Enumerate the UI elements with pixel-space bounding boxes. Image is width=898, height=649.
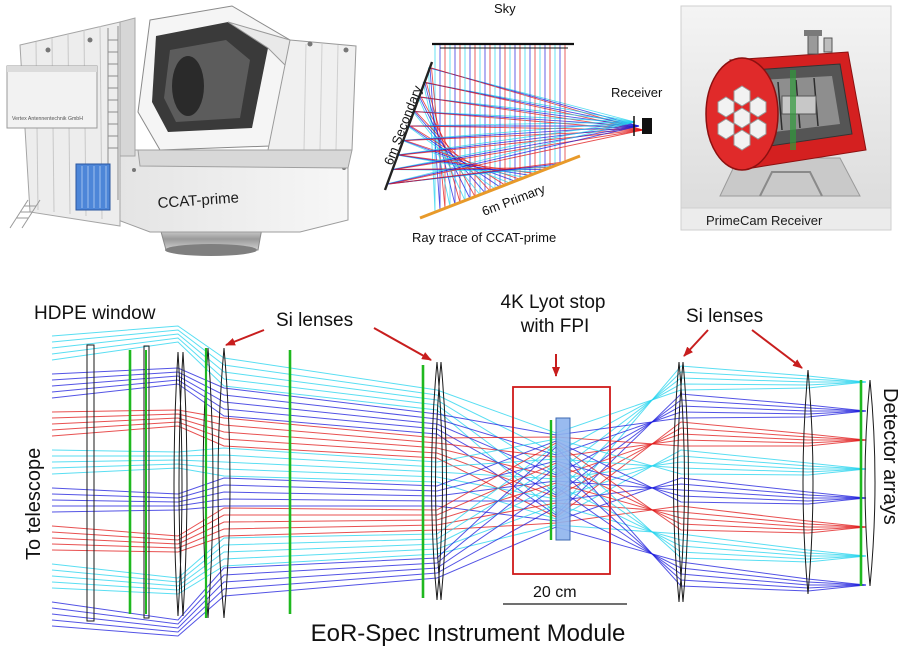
module-ray: [51, 506, 867, 633]
lyot-stop-box: [512, 386, 611, 575]
lens-9: [802, 369, 814, 595]
secondary-mirror: [383, 61, 434, 191]
telescope-ray: [420, 44, 644, 197]
telescope-ray: [405, 44, 644, 180]
arrow-si-lenses-left-2: [373, 327, 432, 361]
si-lens-group-left: [173, 347, 447, 619]
telescope-ray: [391, 44, 636, 172]
vendor-plate-text: Vertex Antennentechnik GmbH: [12, 116, 83, 122]
telescope-ray: [386, 44, 636, 185]
telescope-ray: [407, 44, 639, 188]
arrow-si-lenses-right-1: [683, 329, 709, 357]
telescope-ray: [398, 44, 640, 176]
receiver-label: Receiver: [611, 85, 663, 100]
lens-1: [173, 351, 183, 617]
detector-arrays-label: Detector arrays: [879, 388, 898, 525]
raytrace-caption: Ray trace of CCAT-prime: [412, 230, 556, 245]
telescope-ray: [414, 44, 644, 193]
module-ray: [51, 486, 866, 629]
telescope-ray: [389, 44, 644, 185]
telescope-ray: [413, 44, 640, 195]
lens-4: [217, 347, 231, 619]
receiver-caption: PrimeCam Receiver: [706, 213, 823, 228]
module-title: EoR-Spec Instrument Module: [311, 620, 626, 647]
telescope-ray: [396, 44, 636, 178]
scale-label: 20 cm: [533, 584, 577, 601]
telescope-ray: [387, 44, 640, 185]
telescope-ray: [403, 44, 640, 182]
module-ray: [51, 442, 867, 537]
filter-stack: [128, 350, 863, 614]
telescope-label: CCAT-prime: [157, 189, 239, 212]
telescope-ray-bundle: [386, 44, 644, 213]
si-lenses-right-label: Si lenses: [686, 306, 763, 327]
primary-mirror: [419, 154, 581, 220]
arrow-si-lenses-left-1: [225, 329, 265, 346]
arrow-si-lenses-right-2: [751, 329, 803, 369]
hdpe-window-label: HDPE window: [34, 303, 156, 324]
primecam-receiver-photo: PrimeCam Receiver: [680, 5, 892, 231]
telescope-ray: [394, 44, 644, 170]
module-ray: [51, 440, 867, 505]
lens-10: [864, 379, 876, 587]
telescope-ray: [393, 44, 640, 171]
lyot-stop-label-line2: with FPI: [520, 316, 590, 337]
lyot-stop-label-line1: 4K Lyot stop: [501, 292, 606, 313]
module-ray: [51, 449, 867, 520]
module-ray-bundle: [51, 325, 867, 637]
receiver-marker: [642, 118, 652, 134]
telescope-ray: [408, 44, 644, 186]
module-ray: [51, 446, 867, 621]
lens-7: [673, 361, 685, 603]
si-lenses-left-label: Si lenses: [276, 310, 353, 331]
lens-6: [435, 361, 447, 601]
telescope-ray: [424, 44, 640, 205]
lens-3: [202, 347, 214, 619]
telescope-illustration: Vertex Antennentechnik GmbH: [6, 5, 357, 256]
sky-label: Sky: [494, 1, 516, 16]
to-telescope-label: To telescope: [23, 448, 45, 560]
si-lens-group-right: [673, 361, 876, 603]
module-ray: [51, 325, 867, 434]
module-ray: [51, 438, 867, 476]
telescope-ray: [402, 44, 636, 184]
hdpe-window: [86, 344, 95, 622]
module-ray: [51, 526, 867, 637]
lens-2: [178, 351, 188, 617]
lens-5: [431, 361, 443, 601]
fpi-etalon: [555, 417, 571, 541]
telescope-ray: [411, 44, 636, 197]
eor-spec-raytrace: 20 cm HDPE window Si lenses 4K Lyot stop…: [23, 292, 898, 647]
annotation-arrows: [225, 327, 803, 377]
lens-8: [677, 361, 689, 603]
filter-frame-1: [143, 345, 150, 619]
module-ray: [51, 367, 867, 436]
module-ray: [51, 466, 867, 625]
ccat-raytrace-diagram: Sky Receiver 6m Secondary 6m Primary Ray…: [381, 1, 663, 245]
